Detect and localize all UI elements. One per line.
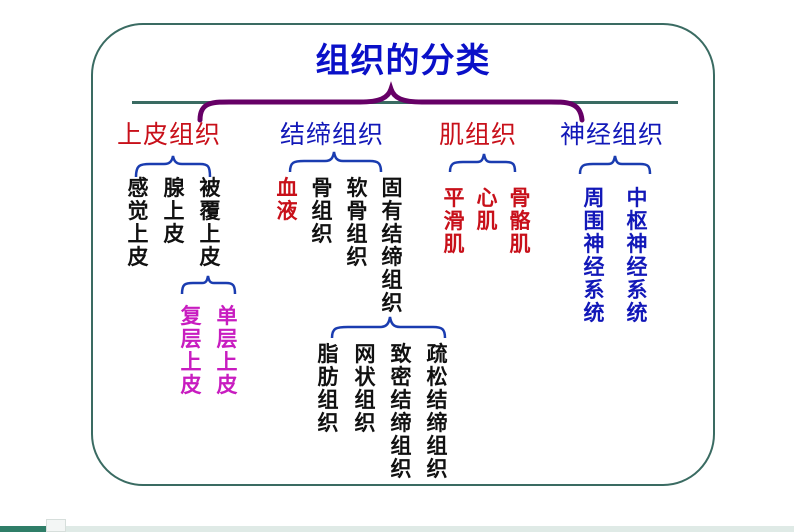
loose-connective-tissue: 疏松结缔组织	[426, 342, 448, 481]
adipose-tissue: 脂肪组织	[317, 342, 339, 435]
diagram-title: 组织的分类	[315, 41, 491, 81]
cartilage-tissue: 软骨组织	[346, 176, 368, 269]
slide-progress-fill	[0, 526, 46, 532]
title-underline	[132, 101, 678, 104]
simple-epithelium: 单层上皮	[216, 304, 238, 397]
category-muscle: 肌组织	[439, 120, 518, 149]
stratified-epithelium: 复层上皮	[180, 304, 202, 397]
proper-connective-tissue: 固有结缔组织	[381, 176, 403, 315]
smooth-muscle: 平滑肌	[443, 186, 465, 256]
sensory-epithelium: 感觉上皮	[127, 176, 149, 269]
dense-connective-tissue: 致密结缔组织	[390, 342, 412, 481]
skeletal-muscle: 骨骼肌	[509, 186, 531, 256]
covering-epithelium: 被覆上皮	[199, 176, 221, 269]
diagram-frame	[91, 23, 715, 486]
central-nervous-system: 中枢神经系统	[626, 186, 648, 325]
glandular-epithelium: 腺上皮	[163, 176, 185, 246]
category-epithelial: 上皮组织	[117, 120, 222, 149]
category-nervous: 神经组织	[560, 120, 665, 149]
reticular-tissue: 网状组织	[354, 342, 376, 435]
blood: 血液	[276, 176, 298, 223]
slide-progress-thumb[interactable]	[46, 519, 66, 532]
slide-progress-track[interactable]	[0, 526, 794, 532]
category-connective: 结缔组织	[280, 120, 385, 149]
peripheral-nervous-system: 周围神经系统	[583, 186, 605, 325]
cardiac-muscle: 心肌	[476, 186, 498, 233]
bone-tissue: 骨组织	[311, 176, 333, 246]
